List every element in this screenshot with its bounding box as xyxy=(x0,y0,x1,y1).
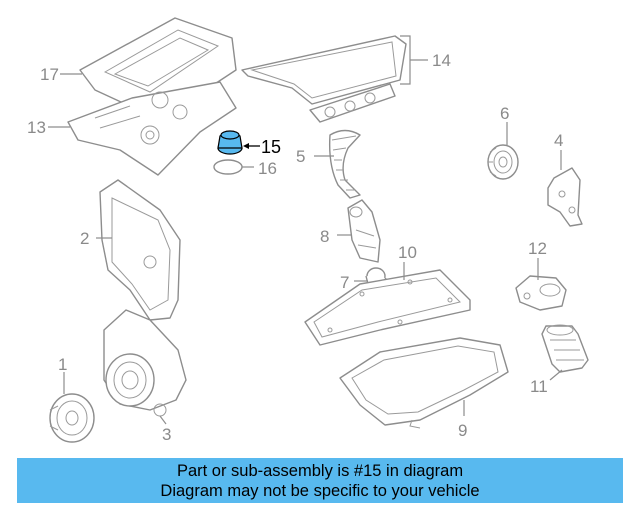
callout-13: 13 xyxy=(27,118,46,137)
callout-9: 9 xyxy=(458,421,467,440)
banner-line-1: Part or sub-assembly is #15 in diagram xyxy=(176,462,464,480)
callout-7: 7 xyxy=(340,273,349,292)
oil-pan xyxy=(339,337,509,429)
callout-16: 16 xyxy=(258,159,277,178)
callout-1: 1 xyxy=(58,355,67,374)
callout-15: 15 xyxy=(261,137,281,157)
parts-diagram: 17 13 14 15 16 5 6 xyxy=(27,17,589,444)
oil-filter xyxy=(541,324,589,373)
callout-12: 12 xyxy=(528,239,547,258)
info-banner: Part or sub-assembly is #15 in diagram D… xyxy=(17,458,623,503)
mounting-bracket xyxy=(547,167,583,227)
filler-cap-seal xyxy=(213,159,243,175)
callout-14: 14 xyxy=(432,51,451,70)
callout-5: 5 xyxy=(296,147,305,166)
callout-4: 4 xyxy=(554,131,563,150)
callout-17: 17 xyxy=(40,65,59,84)
oil-pan-gasket xyxy=(304,269,471,346)
oil-filler-cap xyxy=(217,130,243,155)
valve-cover xyxy=(67,17,237,176)
oil-pump xyxy=(347,199,381,263)
callout-6: 6 xyxy=(500,104,509,123)
callout-3: 3 xyxy=(162,425,171,444)
callout-8: 8 xyxy=(320,227,329,246)
timing-cover xyxy=(99,179,181,321)
callout-10: 10 xyxy=(398,243,417,262)
oil-filter-housing xyxy=(515,275,567,311)
timing-belt xyxy=(328,129,361,199)
crankshaft-pulley xyxy=(49,393,95,443)
callout-11: 11 xyxy=(530,377,548,396)
valve-cover-gasket xyxy=(241,35,407,123)
callout-2: 2 xyxy=(80,229,89,248)
engine-mount-cover xyxy=(103,309,187,417)
idler-pulley xyxy=(487,144,519,180)
banner-line-2: Diagram may not be specific to your vehi… xyxy=(160,482,480,500)
